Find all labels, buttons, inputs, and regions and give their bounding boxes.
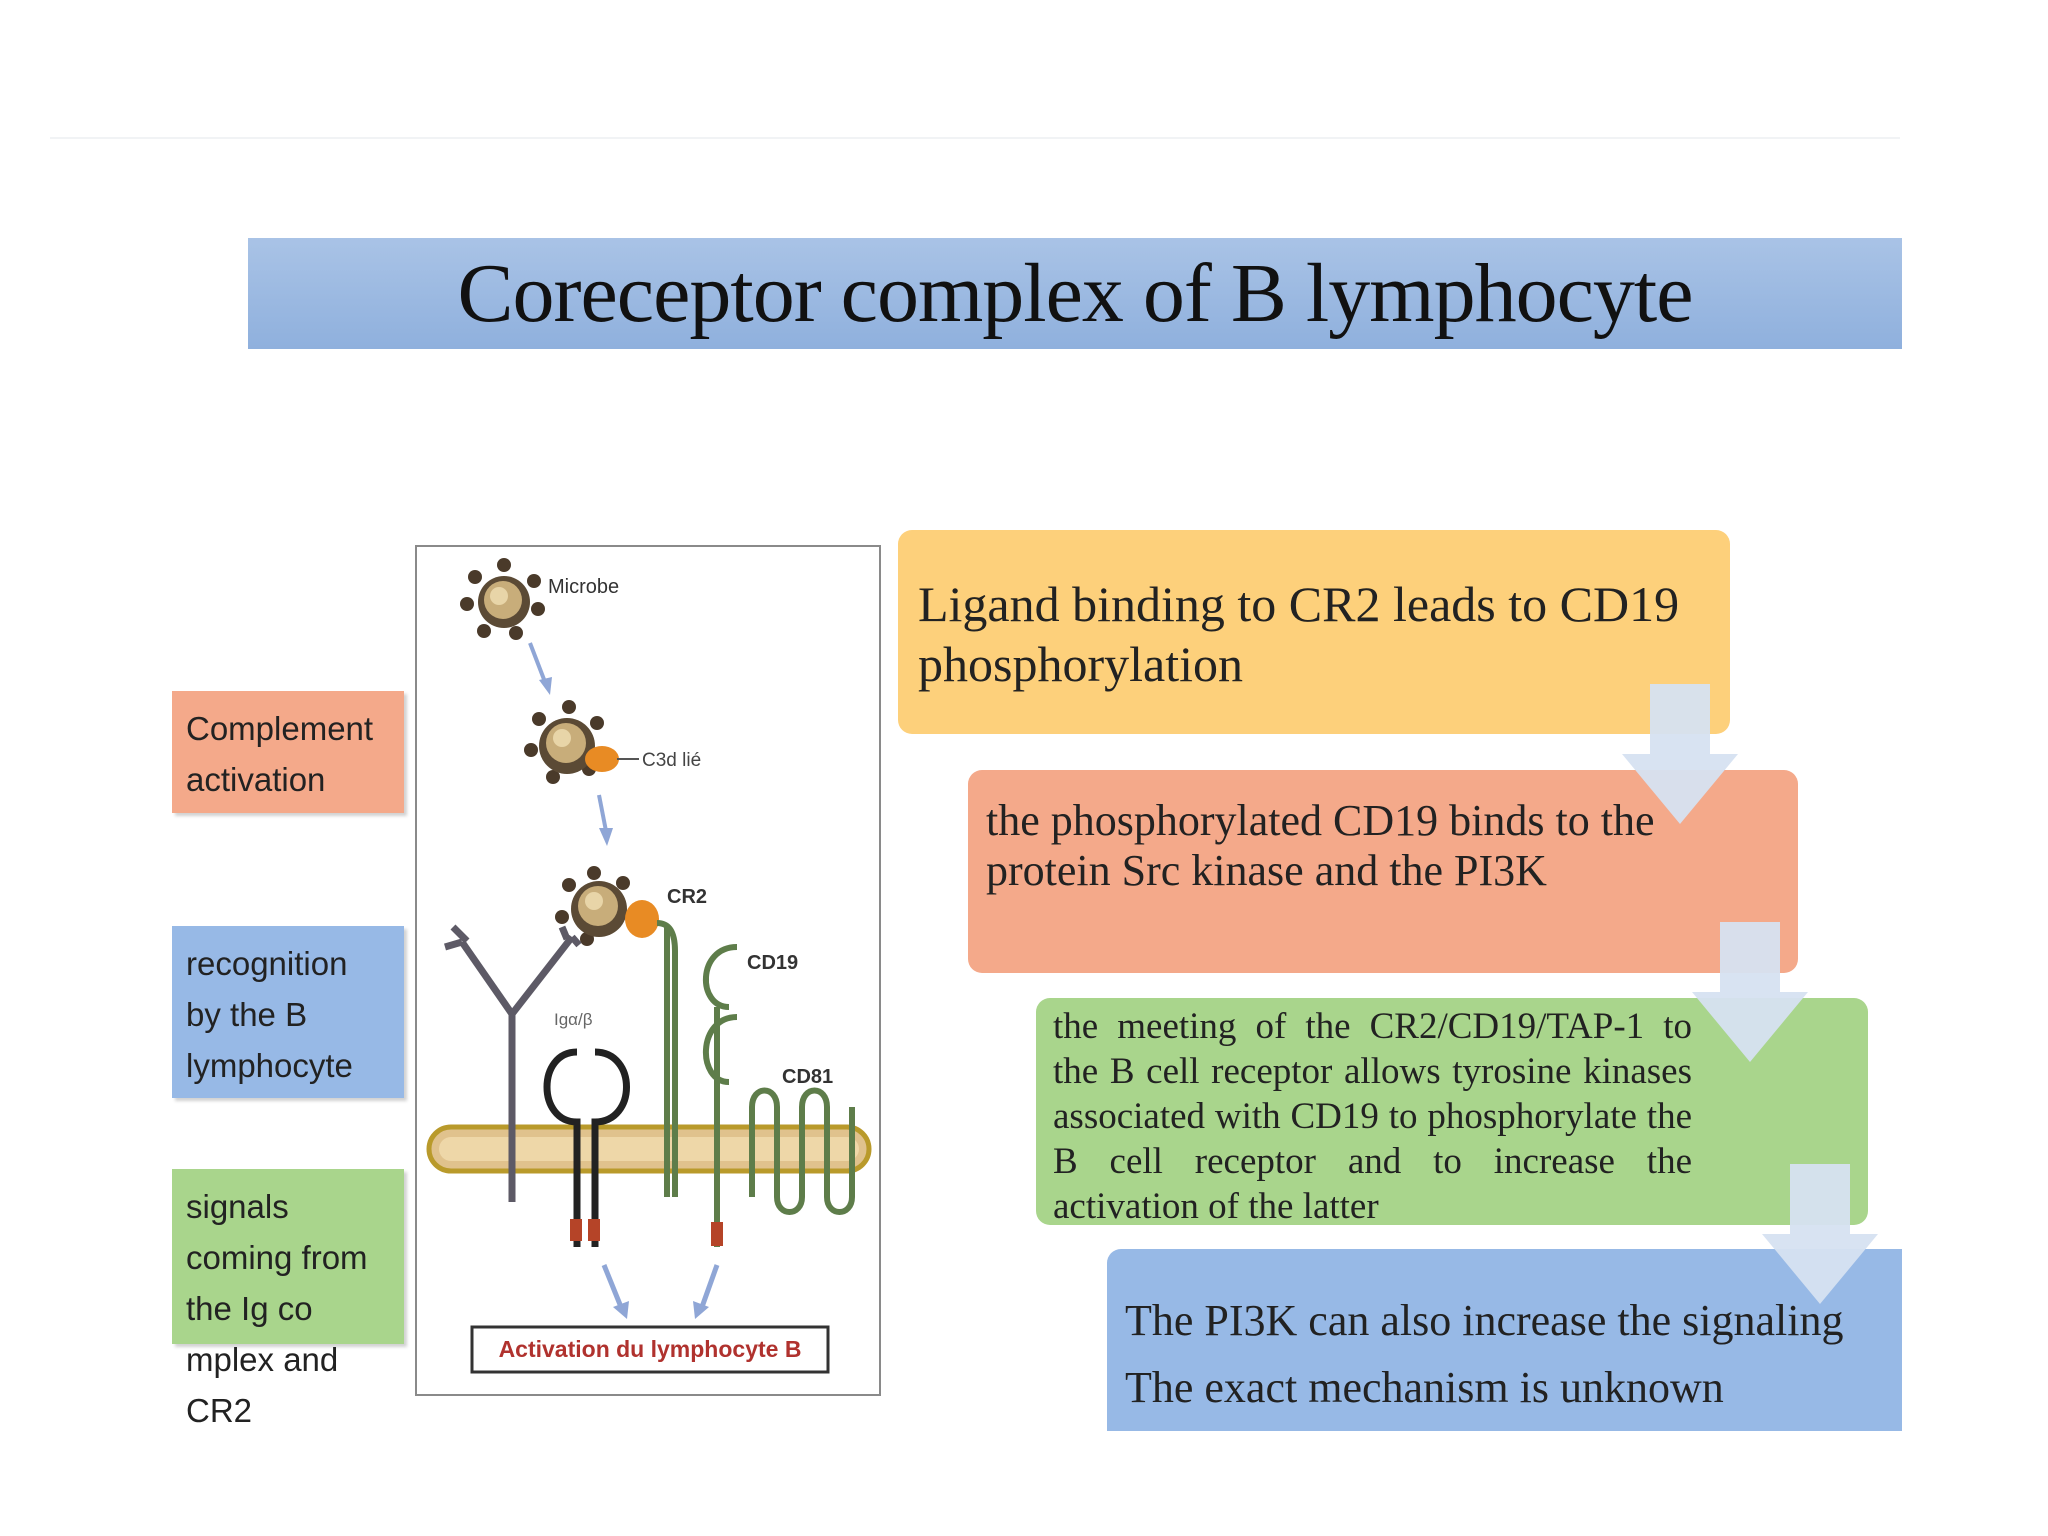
- microbe-c3d-icon: [524, 700, 619, 784]
- iga-label: Igα/β: [554, 1010, 593, 1029]
- arrowhead-icon-3: [613, 1301, 629, 1319]
- ig-alpha-beta-icon: [543, 1048, 630, 1247]
- flow-step-2: the phosphorylated CD19 binds to the pro…: [968, 770, 1798, 973]
- label-recognition: recognition by the B lymphocyte: [172, 926, 404, 1098]
- flow-arrow-icon-1: [1622, 684, 1738, 824]
- flow-step-1: Ligand binding to CR2 leads to CD19 phos…: [898, 530, 1730, 734]
- microbe-label: Microbe: [548, 576, 619, 598]
- arrowhead-icon-2: [599, 828, 613, 846]
- arrowhead-icon: [539, 677, 552, 695]
- activation-label: Activation du lymphocyte B: [499, 1336, 802, 1362]
- cd19-receptor-icon: [703, 944, 738, 1247]
- c3d-label: C3d lié: [642, 750, 701, 771]
- label-signals: signals coming from the Ig co mplex and …: [172, 1169, 404, 1429]
- itam-icon: [570, 1219, 582, 1241]
- arrow-down-left-icon: [601, 1264, 624, 1308]
- arrow-down-icon-2: [597, 794, 608, 832]
- flow-step-4-line-1: The PI3K can also increase the signaling: [1125, 1296, 1844, 1345]
- page-title: Coreceptor complex of B lymphocyte: [457, 247, 1694, 340]
- cd81-label: CD81: [782, 1066, 833, 1088]
- label-complement-activation: Complement activation: [172, 691, 404, 813]
- membrane-inner: [439, 1137, 859, 1161]
- cd19-label: CD19: [747, 952, 798, 974]
- cr2-receptor-icon: [656, 920, 678, 1197]
- microbe-bound-icon: [555, 866, 659, 946]
- arrow-down-icon: [528, 642, 547, 683]
- flow-step-4-line-2: The exact mechanism is unknown: [1125, 1363, 1724, 1412]
- flow-step-4: The PI3K can also increase the signaling…: [1107, 1249, 1902, 1431]
- microbe-icon: [460, 558, 545, 640]
- top-divider: [50, 137, 1900, 139]
- coreceptor-figure: Microbe C3d lié: [415, 545, 881, 1396]
- flow-arrow-icon-3: [1762, 1164, 1878, 1304]
- coreceptor-diagram: Microbe C3d lié: [426, 558, 872, 1374]
- arrowhead-icon-4: [693, 1301, 709, 1319]
- arrow-down-right-icon: [699, 1264, 720, 1308]
- cd81-icon: [749, 1087, 855, 1215]
- bcr-antibody-icon: [444, 924, 582, 1202]
- title-banner: Coreceptor complex of B lymphocyte: [248, 238, 1902, 349]
- itam-icon-2: [588, 1219, 600, 1241]
- activation-box: [470, 1325, 830, 1374]
- cr2-label: CR2: [667, 886, 707, 908]
- cd19-tail-icon: [711, 1222, 723, 1246]
- flow-arrow-icon-2: [1692, 922, 1808, 1062]
